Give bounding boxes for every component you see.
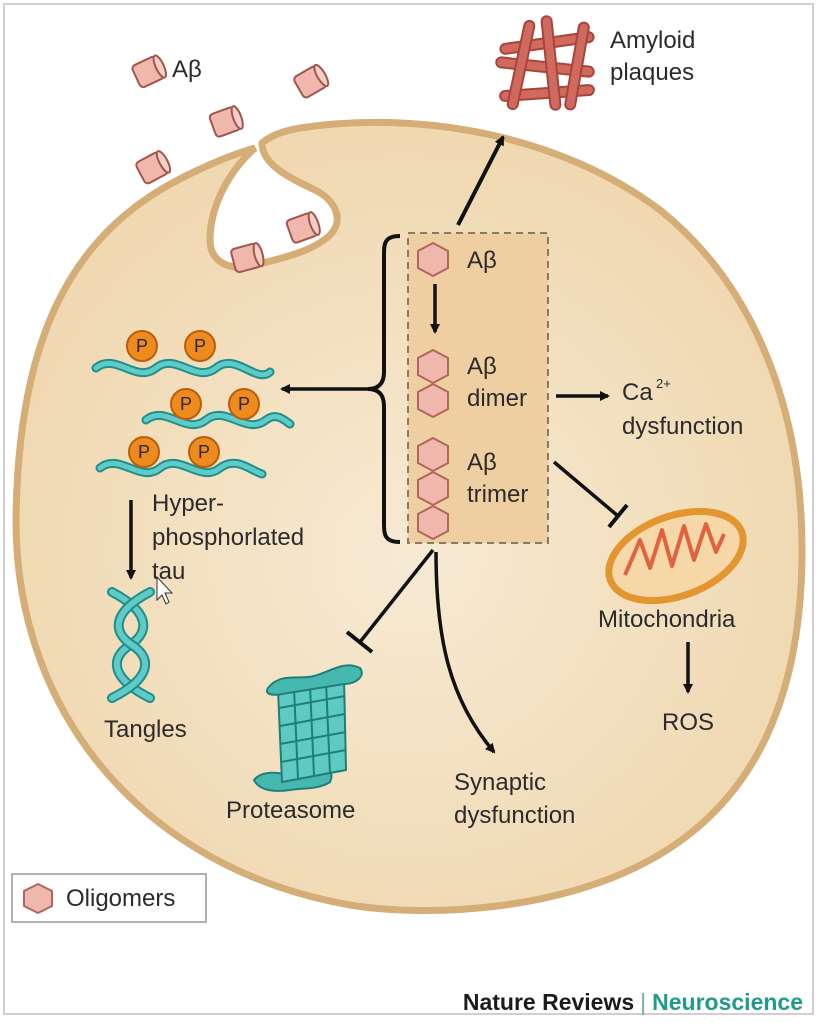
tangles-label: Tangles	[104, 716, 187, 743]
svg-text:P: P	[136, 336, 148, 356]
amyloid-plaques-icon	[495, 15, 595, 111]
proteasome-label: Proteasome	[226, 797, 355, 824]
inhibit-bar-mitochondria	[607, 503, 629, 529]
svg-text:P: P	[238, 394, 250, 414]
amyloid-plaques-label-line1: Amyloid	[610, 27, 695, 54]
abeta-dimer-label-line2: dimer	[467, 385, 527, 412]
journal-separator: |	[640, 989, 647, 1015]
journal-credit: Nature Reviews|Neuroscience	[463, 989, 803, 1016]
extracellular-abeta-cylinders	[131, 54, 330, 274]
journal-name: Nature Reviews	[462, 989, 635, 1015]
journal-section: Neuroscience	[652, 989, 803, 1015]
legend: Oligomers	[11, 873, 207, 923]
arrow-to-plaques	[456, 135, 505, 226]
inhibit-mitochondria	[552, 460, 620, 518]
abeta-trimer-label-line2: trimer	[467, 481, 528, 508]
tangles-icon	[107, 587, 155, 703]
legend-oligomer-icon	[23, 882, 53, 915]
mitochondria-icon	[605, 507, 747, 605]
abeta-dimer-label-line1: Aβ	[467, 353, 497, 380]
calcium-label-line2: dysfunction	[622, 413, 743, 440]
abeta-outside-label: Aβ	[172, 56, 202, 83]
mouse-cursor-icon	[156, 575, 174, 605]
inhibit-bar-proteasome	[345, 630, 374, 654]
ros-label: ROS	[662, 709, 714, 736]
calcium-label: Ca	[622, 379, 653, 406]
legend-label: Oligomers	[66, 885, 175, 912]
tau-label-line1: Hyper-	[152, 490, 224, 517]
phosphate-labels: P P P P P P	[136, 336, 250, 462]
svg-text:P: P	[138, 442, 150, 462]
hyperphosphorylated-tau-icon	[91, 358, 295, 479]
arrow-to-synaptic	[434, 551, 496, 754]
calcium-superscript: 2+	[656, 376, 671, 391]
abeta-trimer-label-line1: Aβ	[467, 449, 497, 476]
synaptic-label-line1: Synaptic	[454, 769, 546, 796]
figure-frame	[3, 3, 814, 1015]
abeta-monomer-label: Aβ	[467, 247, 497, 274]
inhibit-proteasome	[358, 548, 435, 644]
svg-text:P: P	[198, 442, 210, 462]
synaptic-label-line2: dysfunction	[454, 802, 575, 829]
amyloid-plaques-label-line2: plaques	[610, 59, 694, 86]
abeta-dimer-icon	[417, 348, 449, 419]
mitochondria-label: Mitochondria	[598, 606, 736, 633]
svg-text:P: P	[180, 394, 192, 414]
abeta-monomer-icon	[417, 241, 449, 278]
abeta-trimer-icon	[417, 436, 449, 541]
proteasome-icon	[252, 664, 363, 792]
tau-label-line2: phosphorlated	[152, 524, 304, 551]
phosphate-groups	[126, 330, 260, 468]
svg-text:P: P	[194, 336, 206, 356]
